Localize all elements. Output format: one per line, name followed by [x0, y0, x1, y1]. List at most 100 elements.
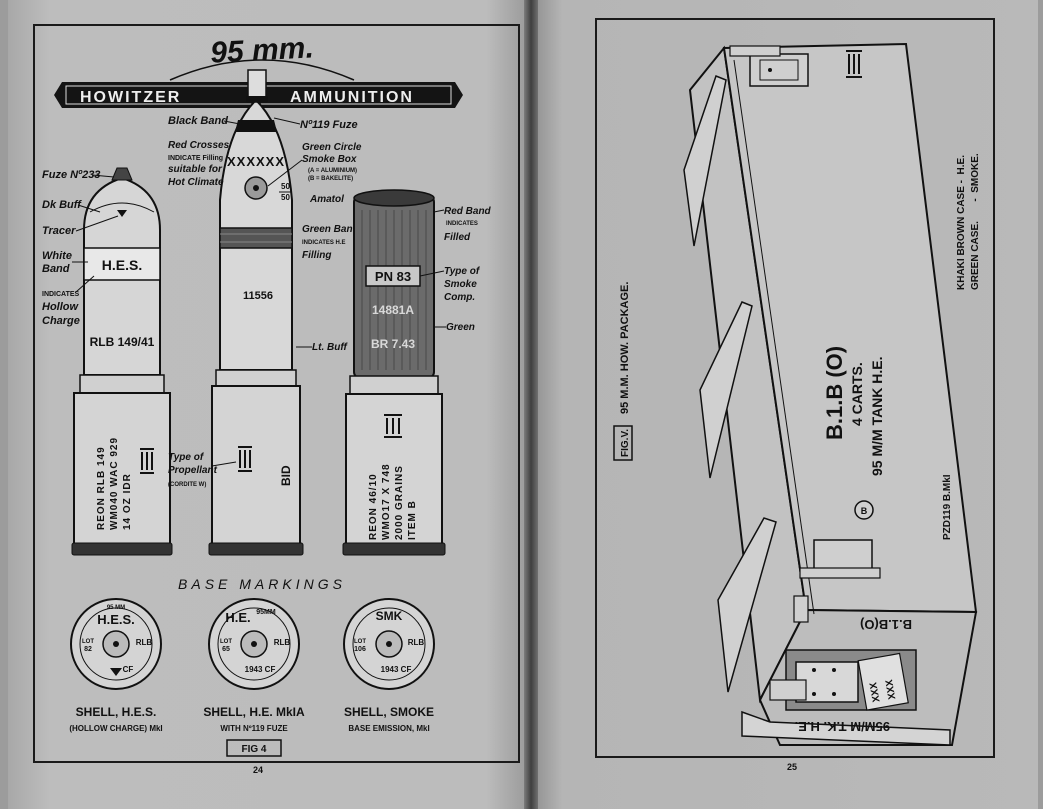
ammo-box: B.1.B (O) 4 CARTS. 95 M/M TANK H.E. PZD1…: [683, 42, 978, 746]
hes-white-band-2: Band: [42, 263, 70, 275]
he-green-band-3: Filling: [302, 250, 331, 261]
smoke-green-label: Green: [446, 322, 475, 333]
he-green-circle-1: Green Circle: [302, 142, 362, 153]
smoke-type-1: Type of: [444, 266, 481, 277]
left-page-number: 24: [253, 765, 263, 775]
smoke-case-line-1: REON 46/10: [368, 473, 379, 540]
box-bottom-stencil: 95M/M T.K. H.E.: [795, 719, 890, 734]
smoke-type-3: Comp.: [444, 292, 475, 303]
base-hes-right: RLB: [136, 638, 153, 647]
ammunition-diagram: 95 mm. HOWITZER AMMUNITION H.E.S. RLB 14…: [42, 31, 492, 775]
right-page-frame: [595, 18, 995, 758]
subcaption-hes: (HOLLOW CHARGE) MkI: [69, 724, 162, 733]
he-red-crosses-3: suitable for: [168, 164, 223, 175]
box-pzd: PZD119 B.MkI: [942, 474, 953, 540]
book-gutter: [524, 0, 538, 809]
subcaption-he: WITH Nº119 FUZE: [220, 724, 288, 733]
smoke-red-band-1: Red Band: [444, 206, 492, 217]
base-hes-small: 95 MM: [107, 605, 125, 611]
base-disc-hes: 95 MM H.E.S. LOT 82 RLB CF: [70, 598, 162, 690]
he-fuze-label: Nº119 Fuze: [300, 119, 358, 131]
caption-hes: SHELL, H.E.S.: [76, 705, 157, 719]
base-hes-lot-2: 82: [84, 646, 92, 653]
he-black-band-label: Black Band: [168, 115, 228, 127]
he-red-crosses-1: Red Crosses: [168, 140, 230, 151]
base-he-lot-1: LOT: [220, 639, 232, 645]
broad-arrow-mark: [384, 414, 402, 438]
hes-band-text: H.E.S.: [102, 257, 142, 273]
base-disc-smoke: SMK LOT 106 RLB 1943 CF: [343, 598, 435, 690]
banner-ammunition: AMMUNITION: [290, 89, 414, 106]
smoke-body-mark-2: 14881A: [372, 303, 414, 317]
hes-case-line-2: WM040 WAC 929: [109, 437, 120, 530]
box-label-xxx-2: XXX: [884, 678, 898, 700]
base-disc-he: H.E. 95MM LOT 65 RLB 1943 CF: [208, 598, 300, 690]
base-he-lot-2: 65: [222, 646, 230, 653]
caption-he: SHELL, H.E. MkIA: [203, 705, 305, 719]
smoke-case-line-2: WMO17 X 748: [381, 463, 392, 540]
broad-arrow-mark: [140, 448, 154, 474]
box-circle-b: B: [861, 506, 868, 516]
box-label-xxx-1: XXX: [868, 681, 882, 703]
base-smoke-lot-2: 106: [354, 646, 366, 653]
hes-fuze-label: Fuze Nº233: [42, 169, 100, 181]
caption-smoke: SHELL, SMOKE: [344, 705, 434, 719]
left-page-frame: [33, 24, 520, 763]
hes-body-mark: RLB 149/41: [90, 335, 155, 349]
box-end-stencil: B.1.B(O): [860, 617, 912, 632]
smoke-red-band-3: Filled: [444, 232, 471, 243]
right-fig-label: FIG.V.: [620, 429, 631, 457]
he-crosses: XXXXXX: [227, 154, 285, 169]
hes-hollow-2: Hollow: [42, 301, 79, 313]
he-ratio-top: 50: [281, 182, 290, 191]
he-case-mark: BID: [279, 465, 293, 486]
hes-case-line-1: REON RLB 149: [96, 446, 107, 530]
he-green-circle-3: (A = ALUMINIUM): [308, 168, 357, 174]
hes-hollow-1: INDICATES: [42, 291, 80, 298]
left-fig-label: FIG 4: [241, 744, 266, 755]
broad-arrow-mark: [238, 446, 252, 472]
hes-hollow-3: Charge: [42, 315, 80, 327]
right-fig-caption: 95 M.M. HOW. PACKAGE.: [619, 282, 631, 414]
he-green-circle-2: Smoke Box: [302, 154, 357, 165]
he-body-mark: 11556: [243, 290, 273, 302]
base-smoke-bottom: 1943 CF: [381, 665, 412, 674]
he-green-band-2: INDICATES H.E: [302, 240, 346, 246]
hes-tracer-label: Tracer: [42, 225, 76, 237]
base-he-small: 95MM: [256, 609, 276, 616]
he-propellant-1: Type of: [168, 452, 205, 463]
right-page-number: 25: [787, 762, 797, 772]
base-hes-lot-1: LOT: [82, 639, 94, 645]
he-lt-buff-label: Lt. Buff: [312, 342, 348, 353]
base-he-right: RLB: [274, 638, 291, 647]
he-amatol-label: Amatol: [309, 194, 344, 205]
he-ratio-bottom: 50: [281, 193, 290, 202]
base-he-top: H.E.: [225, 610, 250, 625]
shell-smoke: PN 83 14881A BR 7.43 REON 46/10 WMO17 X …: [342, 189, 492, 556]
smoke-type-2: Smoke: [444, 279, 477, 290]
smoke-body-mark-3: BR 7.43: [371, 337, 415, 351]
he-red-crosses-4: Hot Climate: [168, 177, 224, 188]
base-smoke-lot-1: LOT: [354, 639, 366, 645]
smoke-body-mark-1: PN 83: [375, 269, 411, 284]
he-red-crosses-2: INDICATE Filling: [168, 155, 223, 162]
base-smoke-top: SMK: [376, 609, 403, 623]
he-propellant-3: (CORDITE W): [168, 482, 206, 488]
he-green-circle-4: (B = BAKELITE): [308, 176, 353, 182]
he-propellant-2: Propellant: [168, 465, 218, 476]
box-line-2: 4 CARTS.: [849, 362, 865, 426]
base-hes-top: H.E.S.: [97, 612, 135, 627]
hes-dk-buff-label: Dk Buff: [42, 199, 82, 211]
smoke-case-line-4: ITEM B: [407, 500, 418, 540]
legend-khaki: KHAKI BROWN CASE - H.E.: [956, 155, 967, 290]
shell-hes: H.E.S. RLB 149/41 REON RLB 149 WM040 WAC…: [42, 167, 173, 556]
smoke-red-band-2: INDICATES: [446, 221, 478, 227]
legend-green: GREEN CASE. - SMOKE.: [970, 153, 981, 290]
he-green-band-1: Green Band: [302, 224, 360, 235]
shell-he: XXXXXX 50 50 11556 BID Black Band: [168, 69, 362, 556]
hes-case-line-3: 14 OZ IDR: [122, 473, 133, 530]
hes-white-band-1: White: [42, 250, 72, 262]
package-diagram: FIG.V. 95 M.M. HOW. PACKAGE.: [613, 42, 981, 772]
banner-howitzer: HOWITZER: [80, 89, 181, 106]
